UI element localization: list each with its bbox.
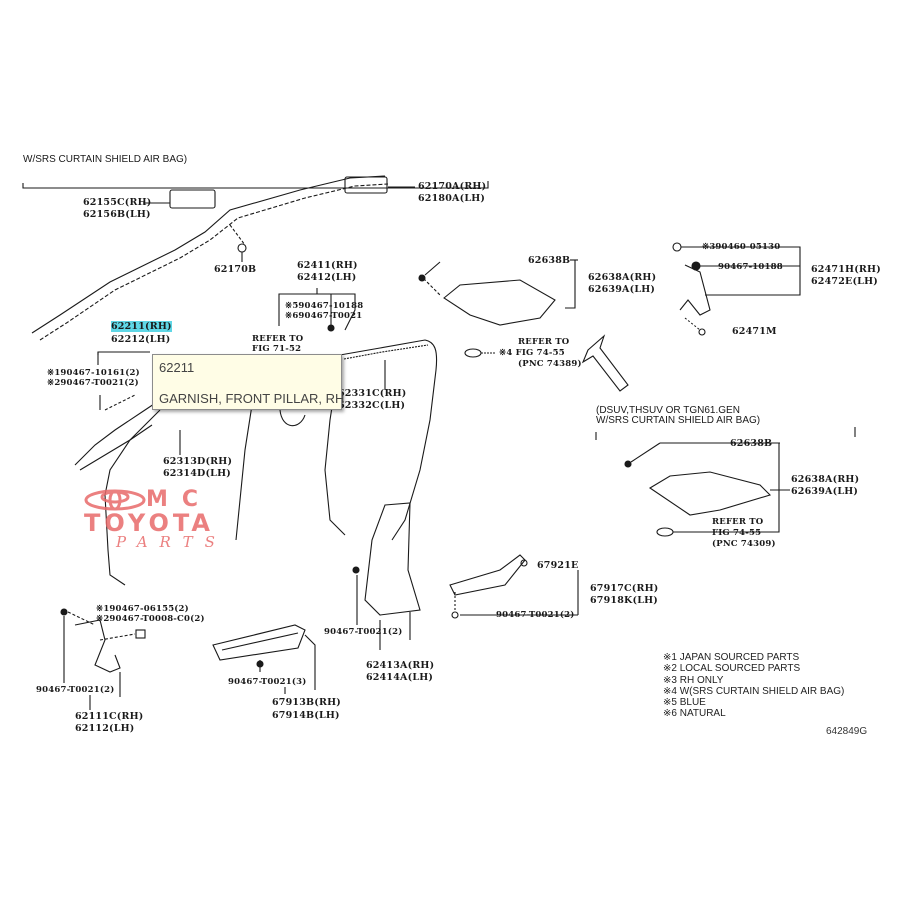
- notes-legend: ※1 JAPAN SOURCED PARTS ※2 LOCAL SOURCED …: [663, 652, 844, 720]
- part-label-62638a-right[interactable]: 62638A(RH): [791, 474, 860, 485]
- refer-pnc-74389: (PNC 74389): [518, 359, 582, 369]
- watermark-parts: PARTS: [116, 533, 227, 551]
- refer-fig-71-52[interactable]: FIG 71-52: [252, 344, 302, 354]
- part-label-62332c[interactable]: 62332C(LH): [338, 400, 406, 411]
- watermark-toyota: TOYOTA: [84, 509, 214, 537]
- refer-fig-74-55-right[interactable]: FIG 74-55: [712, 528, 762, 538]
- direction-arrow: [581, 334, 629, 392]
- part-label-62314d[interactable]: 62314D(LH): [163, 468, 231, 479]
- part-label-62414a[interactable]: 62414A(LH): [366, 672, 434, 683]
- part-label-62413a[interactable]: 62413A(RH): [366, 660, 435, 671]
- part-label-62472e[interactable]: 62472E(LH): [811, 276, 878, 287]
- note-2: ※2 LOCAL SOURCED PARTS: [663, 663, 801, 675]
- section-heading-variant-1: (DSUV,THSUV OR TGN61.GEN: [596, 405, 740, 416]
- refer-to-label: REFER TO: [252, 334, 304, 344]
- refer-fig-74-55-top[interactable]: ※4 FIG 74-55: [499, 348, 565, 358]
- note-1: ※1 JAPAN SOURCED PARTS: [663, 652, 800, 663]
- part-label-62331c[interactable]: 62331C(RH): [338, 388, 407, 399]
- airbag-bracket-62170a: [344, 176, 388, 194]
- rear-scuff-plate: [449, 554, 526, 596]
- part-label-62411[interactable]: 62411(RH): [297, 260, 358, 271]
- assist-grip-plate-right: [648, 471, 772, 516]
- part-label-90460-05130[interactable]: ※390460-05130: [702, 242, 781, 252]
- assist-grip-plate-top: [443, 279, 556, 326]
- part-label-62211-highlighted[interactable]: 62211(RH): [111, 321, 172, 333]
- note-3: ※3 RH ONLY: [663, 674, 724, 686]
- front-pillar-garnish: [74, 399, 161, 466]
- part-label-62155c[interactable]: 62155C(RH): [83, 197, 152, 208]
- section-bracket-top: [22, 181, 489, 189]
- part-label-62412[interactable]: 62412(LH): [297, 272, 357, 283]
- part-label-90467-t0021-f[interactable]: 90467-T0021(2): [496, 610, 575, 620]
- part-label-62170a[interactable]: 62170A(RH): [418, 181, 487, 192]
- note-6: ※6 NATURAL: [663, 708, 726, 720]
- b-pillar-garnish: [364, 502, 421, 616]
- part-label-90467-10161[interactable]: ※190467-10161(2): [47, 368, 140, 378]
- part-label-90467-t0021-d[interactable]: 90467-T0021(2): [324, 627, 403, 637]
- section-heading-airbag: W/SRS CURTAIN SHIELD AIR BAG): [23, 154, 188, 165]
- part-label-62170b[interactable]: 62170B: [214, 264, 257, 275]
- tooltip-part-code: 62211: [159, 360, 195, 375]
- part-label-67917c[interactable]: 67917C(RH): [590, 583, 659, 594]
- tooltip-part-description: GARNISH, FRONT PILLAR, RH: [159, 391, 345, 406]
- toyota-logo-icon: [84, 489, 146, 511]
- part-label-90467-t0021-b[interactable]: ※290467-T0021(2): [47, 378, 139, 388]
- figure-number: 642849G: [826, 726, 868, 737]
- refer-to-label-2: REFER TO: [518, 337, 570, 347]
- part-label-90467-t0008[interactable]: ※290467-T0008-C0(2): [96, 614, 205, 624]
- front-scuff-plate: [212, 624, 306, 661]
- part-label-67913b[interactable]: 67913B(RH): [272, 697, 341, 708]
- note-4: ※4 W(SRS CURTAIN SHIELD AIR BAG): [663, 685, 845, 697]
- part-label-90467-t0021-e[interactable]: 90467-T0021(3): [228, 677, 307, 687]
- part-label-67921e[interactable]: 67921E: [537, 560, 579, 571]
- part-label-62212[interactable]: 62212(LH): [111, 334, 171, 345]
- pillar-bracket-62471: [679, 264, 711, 316]
- refer-pnc-74309: (PNC 74309): [712, 539, 776, 549]
- curtain-airbag: [31, 175, 386, 334]
- part-label-62471h[interactable]: 62471H(RH): [811, 264, 881, 275]
- part-label-62638a-top[interactable]: 62638A(RH): [588, 272, 657, 283]
- note-5: ※5 BLUE: [663, 697, 706, 709]
- part-label-62638b-top[interactable]: 62638B: [528, 255, 571, 266]
- part-label-62471m[interactable]: 62471M: [732, 326, 777, 337]
- part-label-90467-t0021-c[interactable]: 90467-T0021(2): [36, 685, 115, 695]
- highlight-62211[interactable]: 62211(RH): [111, 321, 172, 332]
- part-label-67918k[interactable]: 67918K(LH): [590, 595, 658, 606]
- part-label-62156b[interactable]: 62156B(LH): [83, 209, 151, 220]
- section-heading-variant-2: W/SRS CURTAIN SHIELD AIR BAG): [596, 415, 761, 426]
- cowl-side-trim: [74, 619, 121, 673]
- part-label-62313d[interactable]: 62313D(RH): [163, 456, 233, 467]
- front-trim-strip: [235, 404, 253, 541]
- part-tooltip: 62211 GARNISH, FRONT PILLAR, RH: [152, 354, 345, 410]
- part-label-67914b[interactable]: 67914B(LH): [272, 710, 340, 721]
- refer-to-label-3: REFER TO: [712, 517, 764, 527]
- watermark-mc: MC: [146, 487, 213, 512]
- weatherstrip-62331: [339, 339, 438, 541]
- part-label-90467-06155[interactable]: ※190467-06155(2): [96, 604, 189, 614]
- part-label-62111c[interactable]: 62111C(RH): [75, 711, 144, 722]
- part-label-90467-10188-b[interactable]: 90467-10188: [718, 262, 783, 272]
- part-label-62639a-top[interactable]: 62639A(LH): [588, 284, 656, 295]
- part-label-62638b-right[interactable]: 62638B: [730, 438, 773, 449]
- part-label-62639a-right[interactable]: 62639A(LH): [791, 486, 859, 497]
- part-label-90467-10188-a[interactable]: ※590467-10188: [285, 301, 364, 311]
- airbag-sensor-62155: [169, 189, 216, 209]
- part-label-62180a[interactable]: 62180A(LH): [418, 193, 486, 204]
- part-label-62112[interactable]: 62112(LH): [75, 723, 135, 734]
- part-label-90467-t0021-a[interactable]: ※690467-T0021: [285, 311, 363, 321]
